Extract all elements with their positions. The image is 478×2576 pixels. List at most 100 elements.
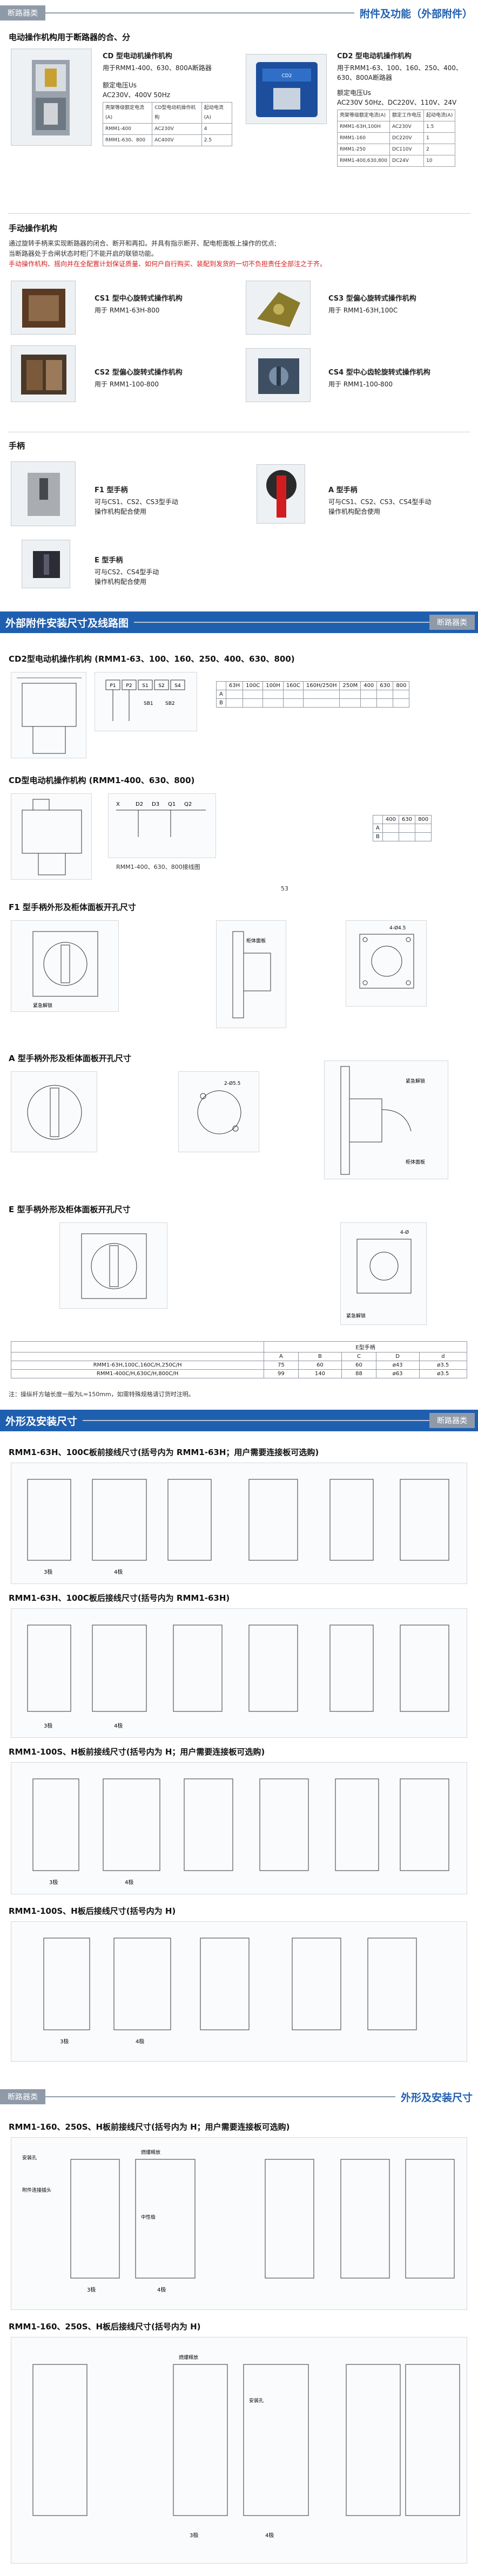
- table-cell: 99: [264, 1369, 299, 1378]
- e-line: 可与CS2、CS4型手动: [95, 568, 159, 576]
- a-side-drawing: 紧急解锁 柜体面板: [324, 1061, 448, 1179]
- caption-3-pole: 3极: [60, 2038, 69, 2045]
- a-dims-title: A 型手柄外形及柜体面板开孔尺寸: [9, 1053, 131, 1063]
- cd2-outline-drawing: [11, 672, 86, 758]
- table-cell: 60: [341, 1361, 376, 1370]
- table-cell: 75: [264, 1361, 299, 1370]
- e-handle-photo: [22, 540, 70, 588]
- table-cell: [398, 824, 416, 833]
- cs4-name: CS4 型中心齿轮旋转式操作机构: [328, 369, 430, 377]
- f1-handle-photo: [11, 461, 76, 526]
- cd-dims-title: CD型电动机操作机构 (RMM1-400、630、800): [9, 776, 195, 785]
- f1-handle-info: F1 型手柄 可与CS1、CS2、CS3型手动 操作机构配合使用: [95, 486, 178, 516]
- emergency-unlock-label: 紧急解锁: [406, 1078, 425, 1084]
- table-cell: [225, 690, 244, 699]
- cd-wiring-caption: RMM1-400、630、800接线图: [116, 864, 200, 871]
- table-cell: [393, 690, 410, 699]
- cs3-name: CS3 型偏心旋转式操作机构: [328, 295, 416, 303]
- table-cell: 160C: [282, 681, 304, 690]
- cd2-table-cell: 1: [423, 132, 456, 144]
- f1-front-drawing: 紧急解锁: [11, 920, 119, 1012]
- table-cell: [243, 690, 264, 699]
- cs2-info: CS2 型偏心旋转式操作机构 用于 RMM1-100-800: [95, 368, 183, 389]
- cs1-photo: [11, 281, 76, 335]
- cd-spec-table: 壳架等级额定电流(A) CD型电动机操作机构 起动电流(A) RMM1-400 …: [102, 102, 233, 146]
- table-cell: C: [341, 1352, 376, 1361]
- cd-mechanism-photo: [11, 49, 92, 146]
- cd2-mechanism-photo: CD2: [246, 54, 327, 124]
- manual-section-title: 手动操作机构: [9, 223, 58, 233]
- a-cutout-drawing: 2-Ø5.5: [178, 1071, 259, 1152]
- table-cell: ø3.5: [419, 1361, 468, 1370]
- table-cell: [10, 1352, 265, 1361]
- cs1-info: CS1 型中心旋转式操作机构 用于 RMM1-63H-800: [95, 294, 183, 315]
- table-cell: [282, 690, 304, 699]
- section-banner-install-dims: 外部附件安装尺寸及线路图 断路器类: [0, 611, 478, 633]
- cs2-photo: [11, 345, 76, 402]
- hole-label: 4-Ø: [400, 1229, 409, 1235]
- cd2-table-cell: DC220V: [389, 132, 425, 144]
- cd2-table-cell: RMM1-250: [336, 144, 391, 155]
- cd2-table-cell: RMM1-160: [336, 132, 391, 144]
- table-cell: 63H: [225, 681, 244, 690]
- terminal-label: D2: [136, 801, 143, 807]
- e-front-drawing: [59, 1222, 167, 1309]
- table-cell: [382, 832, 399, 841]
- table-cell: [360, 690, 378, 699]
- cs4-info: CS4 型中心齿轮旋转式操作机构 用于 RMM1-100-800: [328, 368, 430, 389]
- caption-4-pole: 4极: [114, 1568, 123, 1575]
- table-cell: [376, 690, 394, 699]
- cd-table-cell: 起动电流(A): [201, 102, 233, 124]
- table-cell: 160H/250H: [302, 681, 340, 690]
- hole-label: 2-Ø5.5: [224, 1080, 240, 1086]
- e-name: E 型手柄: [95, 556, 123, 565]
- terminal-label: X: [116, 801, 120, 807]
- table-cell: ø43: [375, 1361, 420, 1370]
- f1-line: 可与CS1、CS2、CS3型手动: [95, 498, 178, 506]
- manual-para-1: 通过旋转手柄来实现断路器的闭合、断开和再扣。并具有指示断开、配电柜面板上操作的优…: [9, 240, 277, 247]
- banner-rule: [45, 12, 354, 13]
- install-drawing: 3极 4极: [11, 1921, 467, 2062]
- install-drawing: 3极 4极: [11, 1608, 467, 1738]
- cd2-spec-table: 壳架等级额定电流(A) 额定工作电压 起动电流(A) RMM1-63H,100H…: [336, 110, 456, 167]
- table-cell: [398, 832, 416, 841]
- terminal-label: S4: [174, 683, 181, 689]
- switch-label: SB1: [144, 701, 153, 706]
- a-name: A 型手柄: [328, 486, 358, 494]
- e-line: 操作机构配合使用: [95, 578, 147, 586]
- cd2-dims-title: CD2型电动机操作机构 (RMM1-63、100、160、250、400、630…: [9, 654, 295, 664]
- table-cell: [373, 815, 383, 824]
- table-cell: ø3.5: [419, 1369, 468, 1378]
- cd-table-cell: RMM1-400: [102, 123, 153, 135]
- table-cell: RMM1-400C/H,630C/H,800C/H: [10, 1369, 265, 1378]
- banner-title: 外形及安装尺寸: [400, 2091, 473, 2104]
- install-title: RMM1-160、250S、H板前接线尺寸(括号内为 H；用户需要连接板可选购): [9, 2122, 290, 2132]
- cd2-table-cell: RMM1-63H,100H: [336, 121, 391, 133]
- emergency-unlock-label: 紧急解锁: [33, 1002, 52, 1009]
- cd2-table-cell: DC110V: [389, 144, 425, 155]
- handle-section-title: 手柄: [9, 441, 25, 451]
- e-handle-info: E 型手柄 可与CS2、CS4型手动 操作机构配合使用: [95, 556, 159, 587]
- cd2-voltage-label: 额定电压Us: [337, 89, 372, 97]
- cd2-desc: 用于RMM1-63、100、160、250、400、630、800A断路器: [337, 64, 462, 81]
- table-cell: d: [419, 1352, 468, 1361]
- banner-title: 附件及功能（外部附件）: [359, 8, 473, 20]
- install-title: RMM1-100S、H板前接线尺寸(括号内为 H；用户需要连接板可选购): [9, 1747, 265, 1757]
- terminal-label: P1: [110, 683, 116, 689]
- svg-text:CD2: CD2: [282, 73, 292, 79]
- caption-3-pole: 3极: [87, 2286, 96, 2293]
- terminal-label: Q2: [184, 801, 192, 807]
- table-cell: 250M: [339, 681, 361, 690]
- cd-table-cell: AC230V: [152, 123, 202, 135]
- cd2-wiring-diagram: P1 P2 S1 S2 S4 SB1 SB2: [95, 672, 197, 731]
- install-title: RMM1-100S、H板后接线尺寸(括号内为 H): [9, 1906, 176, 1916]
- table-cell: 60: [298, 1361, 342, 1370]
- mount-hole-label: 安装孔: [249, 2397, 264, 2404]
- cs4-photo: [246, 348, 311, 402]
- manual-description: 通过旋转手柄来实现断路器的闭合、断开和再扣。并具有指示断开、配电柜面板上操作的优…: [9, 239, 469, 269]
- caption-4-pole: 4极: [265, 2532, 274, 2539]
- table-cell: [262, 690, 284, 699]
